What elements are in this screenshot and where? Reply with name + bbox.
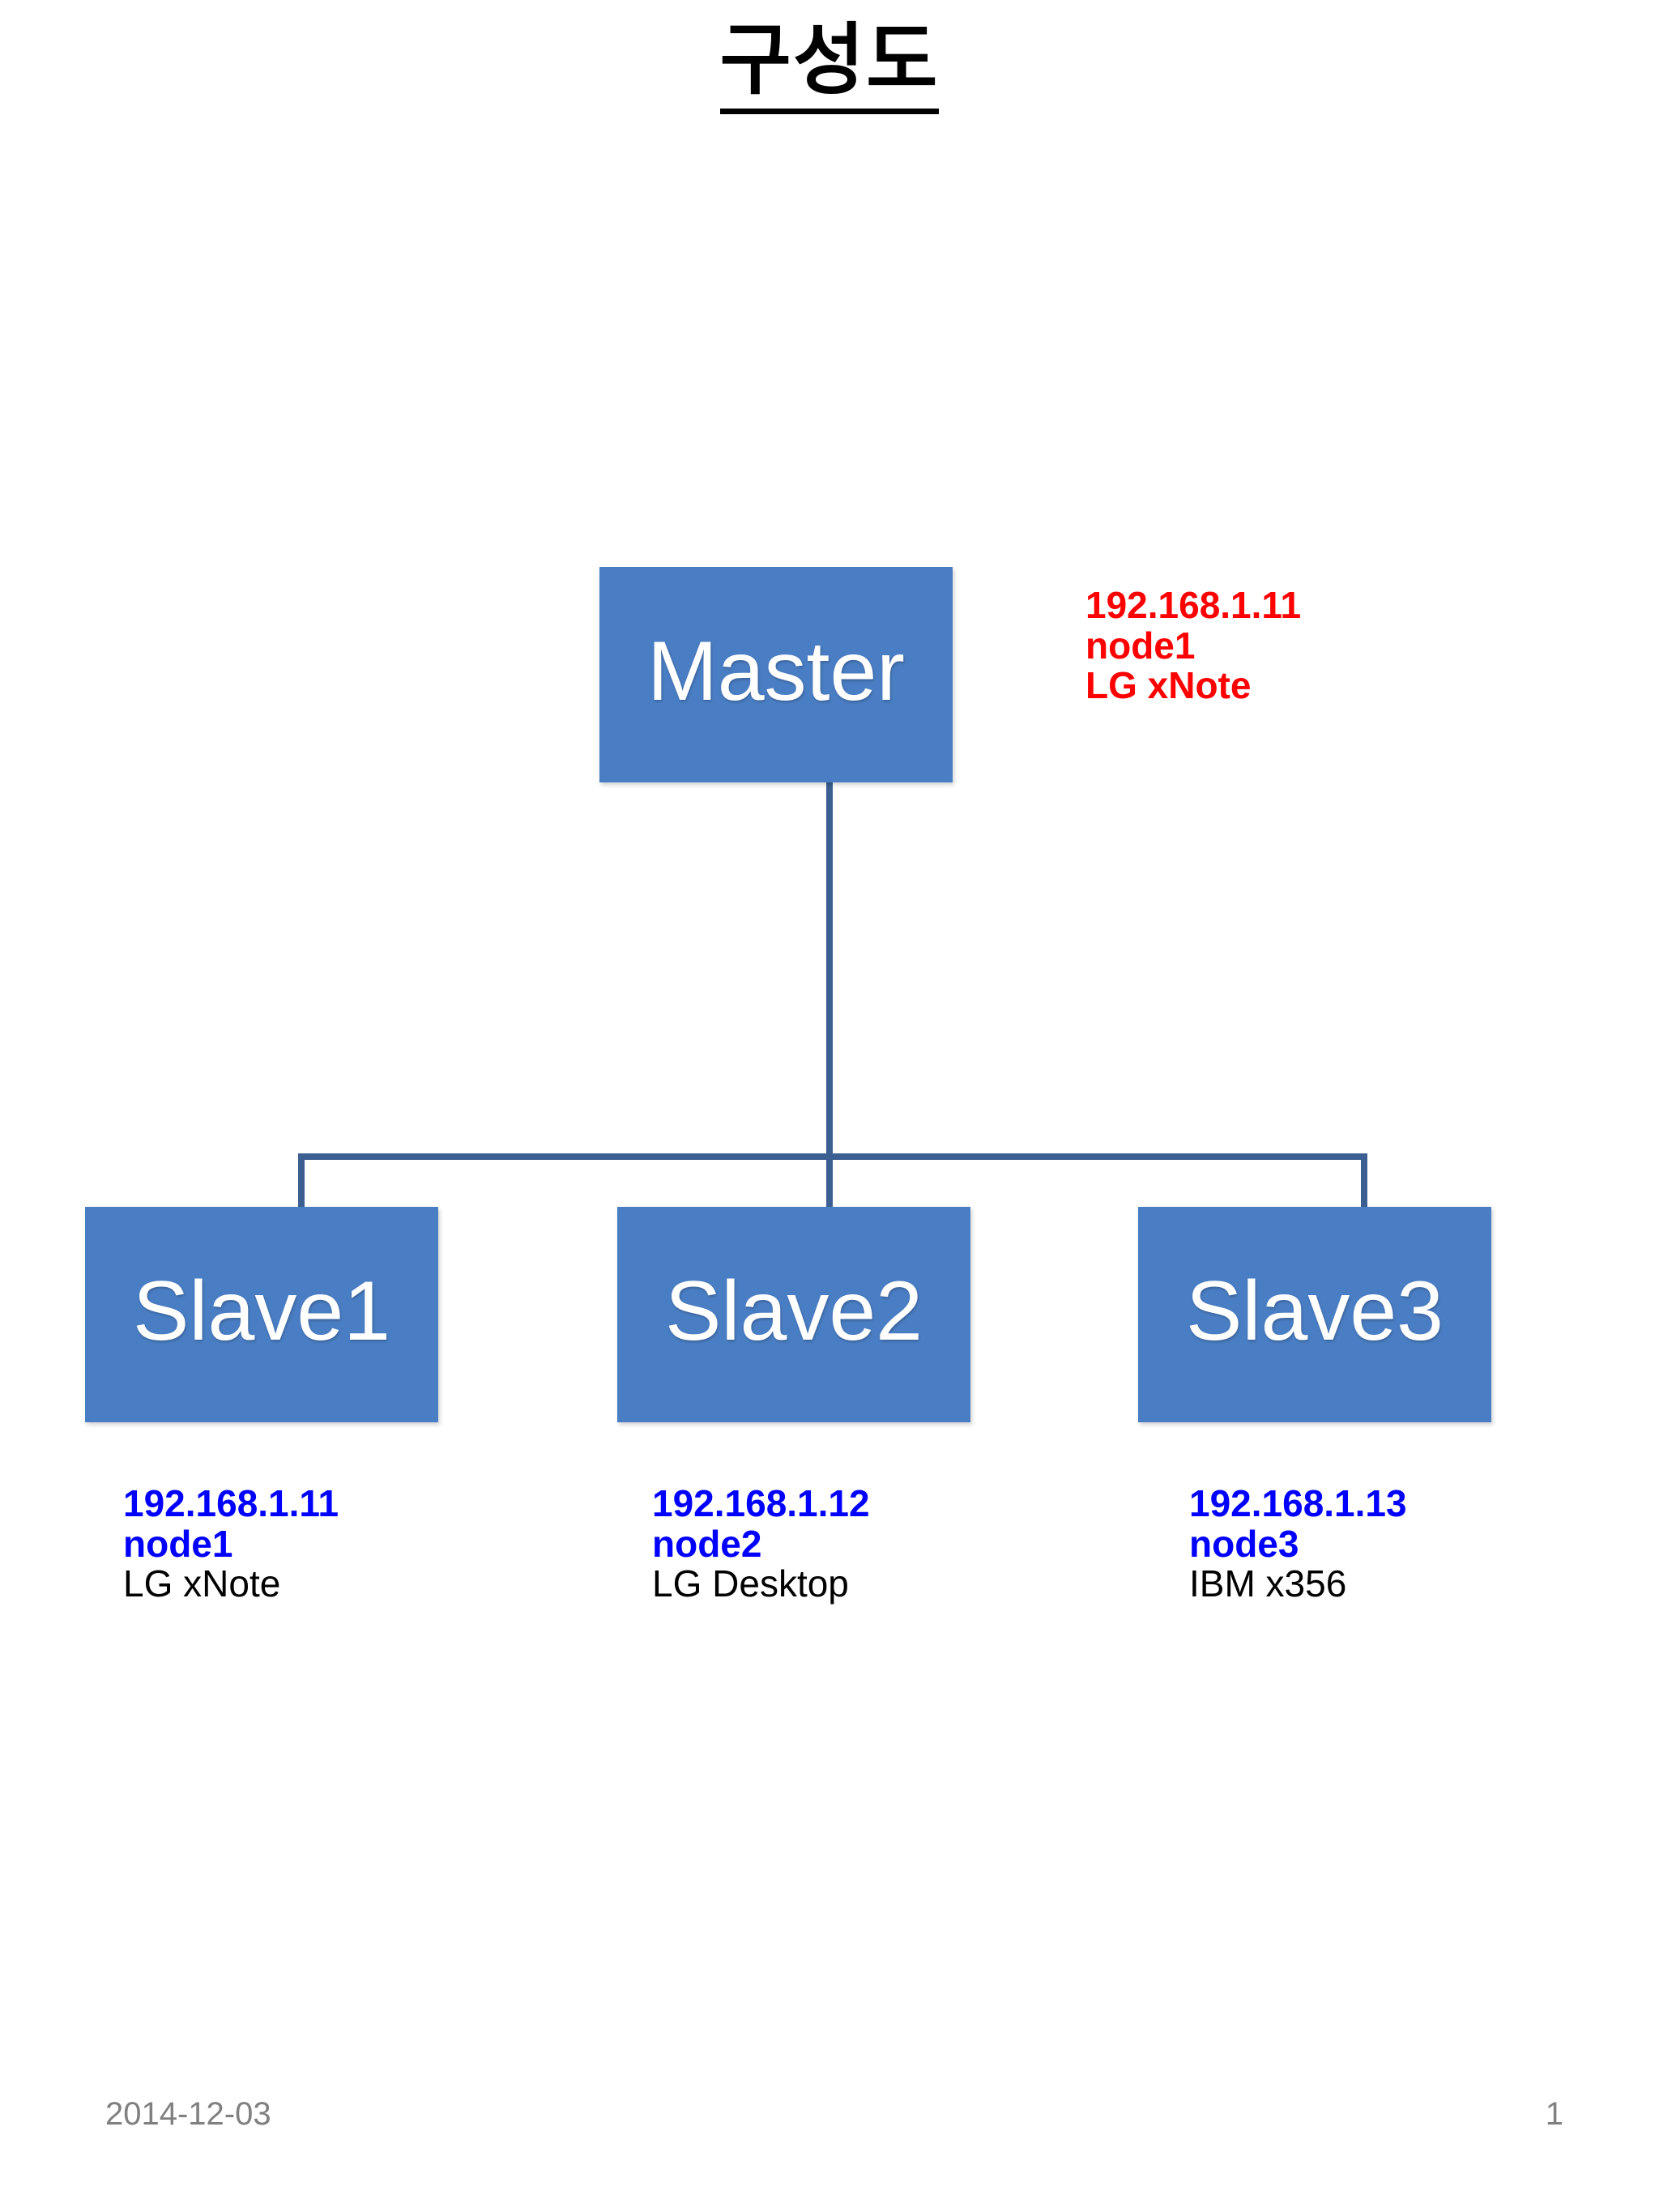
annotation-master-hostname: node1 [1085, 624, 1196, 667]
annotation-slave1-model: LG xNote [123, 1562, 281, 1605]
annotation-slave3-ip: 192.168.1.13 [1189, 1482, 1407, 1524]
connector-drop-slave2 [826, 1153, 833, 1208]
connector-drop-slave1 [298, 1153, 305, 1208]
node-label-master: Master [647, 624, 905, 718]
annotation-slave1: 192.168.1.11 node1 LG xNote [123, 1482, 339, 1605]
footer-date: 2014-12-03 [105, 2096, 271, 2132]
connector-horizontal-bus [298, 1153, 1367, 1160]
annotation-slave2-ip: 192.168.1.12 [652, 1482, 870, 1524]
page-title-text: 구성도 [719, 17, 940, 114]
node-box-master[interactable]: Master [599, 567, 953, 782]
annotation-slave1-hostname: node1 [123, 1522, 233, 1565]
annotation-slave3: 192.168.1.13 node3 IBM x356 [1189, 1482, 1407, 1605]
footer-page-number: 1 [1545, 2096, 1563, 2132]
connector-master-drop [826, 782, 833, 1160]
annotation-slave3-model: IBM x356 [1189, 1562, 1347, 1605]
annotation-slave2: 192.168.1.12 node2 LG Desktop [652, 1482, 870, 1605]
annotation-slave3-hostname: node3 [1189, 1522, 1299, 1565]
node-label-slave3: Slave3 [1186, 1264, 1444, 1358]
page-title: 구성도 [0, 17, 1659, 114]
annotation-master: 192.168.1.11 node1 LG xNote [1085, 584, 1302, 707]
annotation-slave1-ip: 192.168.1.11 [123, 1482, 339, 1524]
node-label-slave1: Slave1 [133, 1264, 390, 1358]
annotation-slave2-hostname: node2 [652, 1522, 762, 1565]
node-box-slave1[interactable]: Slave1 [85, 1207, 438, 1422]
node-box-slave3[interactable]: Slave3 [1138, 1207, 1491, 1422]
annotation-slave2-model: LG Desktop [652, 1562, 849, 1605]
annotation-master-model: LG xNote [1085, 664, 1252, 707]
connector-drop-slave3 [1361, 1153, 1367, 1208]
node-box-slave2[interactable]: Slave2 [617, 1207, 970, 1422]
node-label-slave2: Slave2 [665, 1264, 923, 1358]
annotation-master-ip: 192.168.1.11 [1085, 584, 1302, 626]
